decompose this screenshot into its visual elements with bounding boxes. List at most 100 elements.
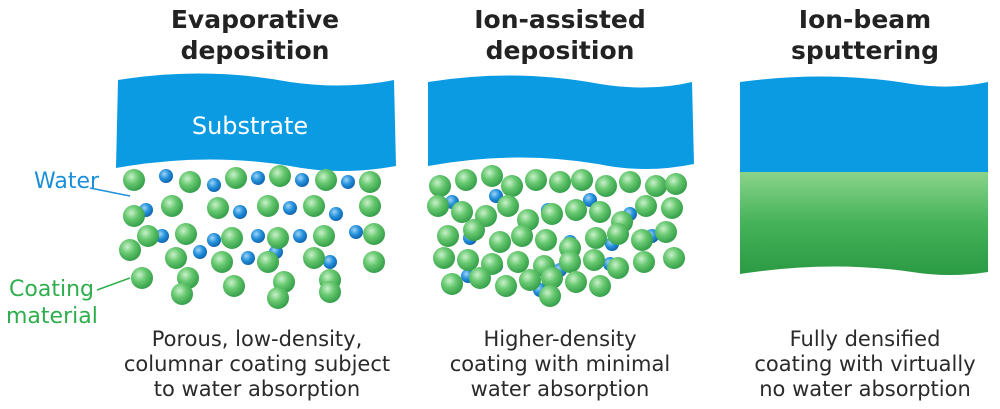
coating-particle <box>429 175 451 197</box>
coating-particle <box>313 225 335 247</box>
water-molecule <box>283 201 297 215</box>
coating-particle <box>319 281 341 303</box>
coating-particle <box>495 275 517 297</box>
coating-particle <box>559 251 581 273</box>
water-molecule <box>349 225 363 239</box>
water-molecule <box>251 229 265 243</box>
coating-particle <box>257 251 279 273</box>
water-molecule <box>155 229 169 243</box>
water-leader-line <box>89 187 131 197</box>
coating-particle <box>257 195 279 217</box>
coating-particle <box>131 267 153 289</box>
coating-particle <box>267 287 289 309</box>
coating-particle <box>589 201 611 223</box>
coating-particle <box>481 165 503 187</box>
water-label: Water <box>34 169 100 194</box>
coating-layer-continuous <box>740 172 988 275</box>
coating-particle <box>589 275 611 297</box>
coating-particle <box>541 203 563 225</box>
coating-particle <box>437 225 459 247</box>
water-molecule <box>251 171 265 185</box>
coating-particle <box>565 199 587 221</box>
water-molecule <box>241 251 255 265</box>
coating-particle <box>221 227 243 249</box>
coating-particle <box>463 219 485 241</box>
coating-particle <box>175 223 197 245</box>
water-molecule <box>159 169 173 183</box>
coating-leader-line <box>96 277 131 291</box>
coating-particle <box>583 249 605 271</box>
coating-particle <box>211 251 233 273</box>
coating-particle <box>665 173 687 195</box>
coating-particle <box>469 267 491 289</box>
coating-particle <box>541 267 563 289</box>
water-molecule <box>295 173 309 187</box>
coating-particle <box>315 169 337 191</box>
coating-particle <box>585 227 607 249</box>
coating-particle <box>171 283 193 305</box>
caption-evaporative: Porous, low-density, columnar coating su… <box>123 327 391 401</box>
coating-particle <box>207 197 229 219</box>
coating-particle <box>457 249 479 271</box>
coating-particle <box>539 285 561 307</box>
coating-particle <box>655 221 677 243</box>
water-molecule <box>293 229 307 243</box>
coating-particle <box>303 247 325 269</box>
title-ion-beam-sputtering: Ion-beam sputtering <box>790 5 940 65</box>
substrate-block-evaporative <box>116 73 396 171</box>
water-molecule <box>207 178 221 192</box>
coating-particle <box>635 195 657 217</box>
coating-particle <box>663 247 685 269</box>
coating-particle <box>359 195 381 217</box>
coating-particle <box>363 223 385 245</box>
title-ion-assisted-deposition: Ion-assisted deposition <box>474 5 646 65</box>
coating-particle <box>179 171 201 193</box>
substrate-label: Substrate <box>192 112 308 140</box>
coating-particle <box>607 257 629 279</box>
coating-particle <box>519 269 541 291</box>
coating-particle <box>269 165 291 187</box>
coating-particle <box>451 201 473 223</box>
substrate-block-ion-beam <box>740 76 988 172</box>
coating-particle <box>565 271 587 293</box>
coating-particle <box>119 239 141 261</box>
coating-particle <box>427 195 449 217</box>
coating-particle <box>137 225 159 247</box>
water-molecule <box>323 255 337 269</box>
coating-particle <box>489 231 511 253</box>
coating-particles-ion-assisted <box>427 165 687 307</box>
water-molecule <box>233 205 247 219</box>
water-molecule <box>341 175 355 189</box>
coating-particle <box>359 171 381 193</box>
coating-particle <box>511 225 533 247</box>
coating-particle <box>619 171 641 193</box>
coating-particle <box>497 195 519 217</box>
coating-particle <box>607 223 629 245</box>
coating-particle <box>225 167 247 189</box>
coating-particle <box>441 273 463 295</box>
coating-particle <box>165 247 187 269</box>
coating-particle <box>595 175 617 197</box>
coating-particle <box>507 251 529 273</box>
caption-ion-beam: Fully densified coating with virtually n… <box>754 327 976 401</box>
coating-particle <box>123 169 145 191</box>
coating-particle <box>433 247 455 269</box>
coating-particle <box>303 195 325 217</box>
coating-particle <box>631 229 653 251</box>
coating-particle <box>549 171 571 193</box>
coating-particle <box>571 169 593 191</box>
coating-material-label: Coating material <box>6 277 98 329</box>
coating-particle <box>633 251 655 273</box>
coating-particle <box>123 205 145 227</box>
coating-particle <box>161 195 183 217</box>
coating-particles-evaporative <box>119 165 385 309</box>
caption-ion-assisted: Higher-density coating with minimal wate… <box>449 327 671 401</box>
title-evaporative-deposition: Evaporative deposition <box>170 5 340 65</box>
coating-particle <box>525 169 547 191</box>
water-molecule <box>207 233 221 247</box>
coating-particle <box>661 197 683 219</box>
water-molecule <box>329 207 343 221</box>
coating-particle <box>535 229 557 251</box>
coating-particle <box>455 169 477 191</box>
